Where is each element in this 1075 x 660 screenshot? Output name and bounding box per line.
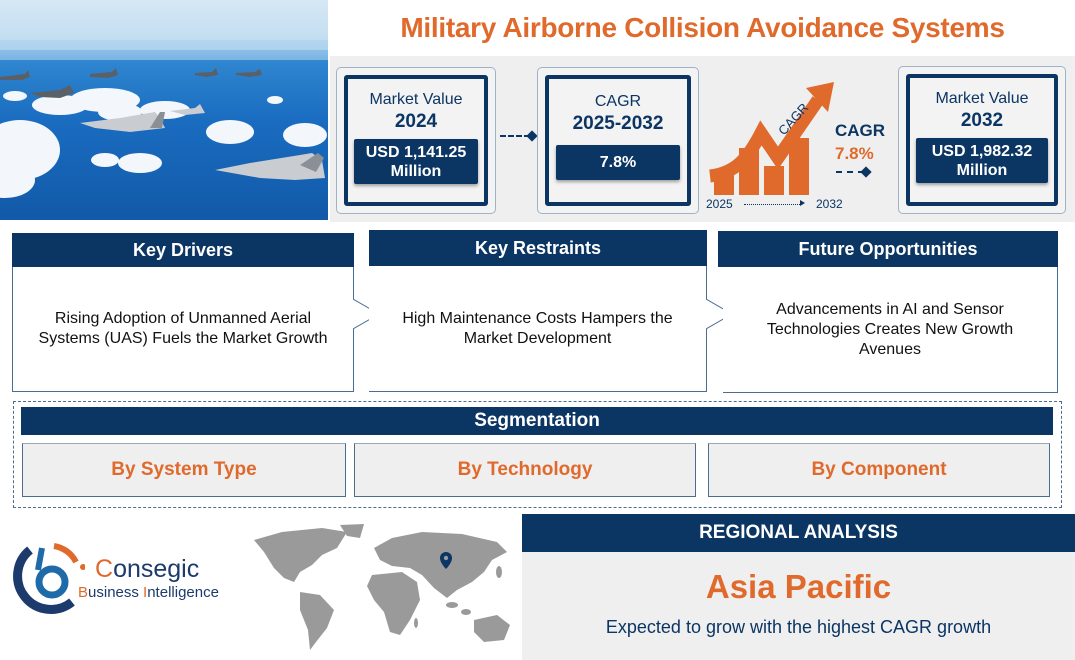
future-opportunities-text: Advancements in AI and Sensor Technologi… — [723, 267, 1058, 393]
region-description: Expected to grow with the highest CAGR g… — [605, 617, 992, 637]
regional-analysis-header: REGIONAL ANALYSIS — [522, 514, 1075, 552]
value-line-2: Million — [390, 162, 442, 180]
timeline-arrow-icon — [800, 200, 805, 206]
future-opportunities-header: Future Opportunities — [718, 231, 1058, 267]
segmentation-panel — [13, 401, 1062, 508]
timeline-line — [744, 204, 802, 205]
brand-tagline: Business Intelligence — [78, 584, 219, 601]
fighter-jets-illustration — [0, 0, 328, 198]
region-name: Asia Pacific — [705, 568, 892, 605]
cagr-value: 7.8% — [556, 145, 680, 180]
market-value-2024-value: USD 1,141.25 Million — [354, 139, 478, 184]
hero-image — [0, 0, 328, 220]
consegic-logo-icon — [10, 540, 86, 615]
connector-line — [500, 135, 530, 137]
key-drivers-text: Rising Adoption of Unmanned Aerial Syste… — [12, 267, 354, 392]
card-year: 2024 — [394, 111, 438, 132]
cagr-graphic-value: 7.8% — [835, 144, 874, 163]
segmentation-header: Segmentation — [21, 407, 1053, 435]
card-label: Market Value — [935, 90, 1029, 107]
key-restraints-header: Key Restraints — [369, 230, 707, 266]
segment-system-type[interactable]: By System Type — [22, 443, 346, 497]
card-label: Market Value — [369, 91, 463, 108]
start-year: 2025 — [706, 197, 733, 211]
growth-chart-icon: CAGR — [708, 82, 834, 195]
diamond-icon — [860, 166, 872, 178]
market-value-2032-value: USD 1,982.32 Million — [916, 138, 1048, 183]
regional-analysis-panel — [522, 552, 1075, 660]
cagr-period: 2025-2032 — [572, 113, 664, 134]
market-value-2032-card: Market Value 2032 USD 1,982.32 Million — [898, 66, 1066, 214]
segment-technology[interactable]: By Technology — [354, 443, 696, 497]
connector-line — [836, 171, 864, 173]
page-title: Military Airborne Collision Avoidance Sy… — [400, 12, 1005, 43]
world-map — [252, 520, 517, 655]
brand-name: Consegic — [95, 555, 200, 583]
value-line-2: Million — [956, 161, 1008, 179]
location-pin-icon — [440, 552, 452, 569]
card-year: 2032 — [960, 110, 1004, 131]
value-line-1: USD 1,141.25 — [365, 143, 467, 161]
cagr-growth-graphic: CAGR 2025 2032 CAGR 7.8% — [706, 78, 896, 218]
cagr-graphic-label: CAGR — [835, 121, 886, 140]
key-drivers-header: Key Drivers — [12, 233, 354, 267]
value-line-1: USD 1,982.32 — [931, 142, 1033, 160]
key-restraints-text: High Maintenance Costs Hampers the Marke… — [369, 266, 707, 392]
cagr-card: CAGR 2025-2032 7.8% — [537, 67, 699, 214]
world-map-graphic — [254, 524, 510, 650]
segment-component[interactable]: By Component — [708, 443, 1050, 497]
end-year: 2032 — [816, 197, 843, 211]
market-value-2024-card: Market Value 2024 USD 1,141.25 Million — [336, 67, 496, 214]
card-label: CAGR — [594, 93, 642, 110]
